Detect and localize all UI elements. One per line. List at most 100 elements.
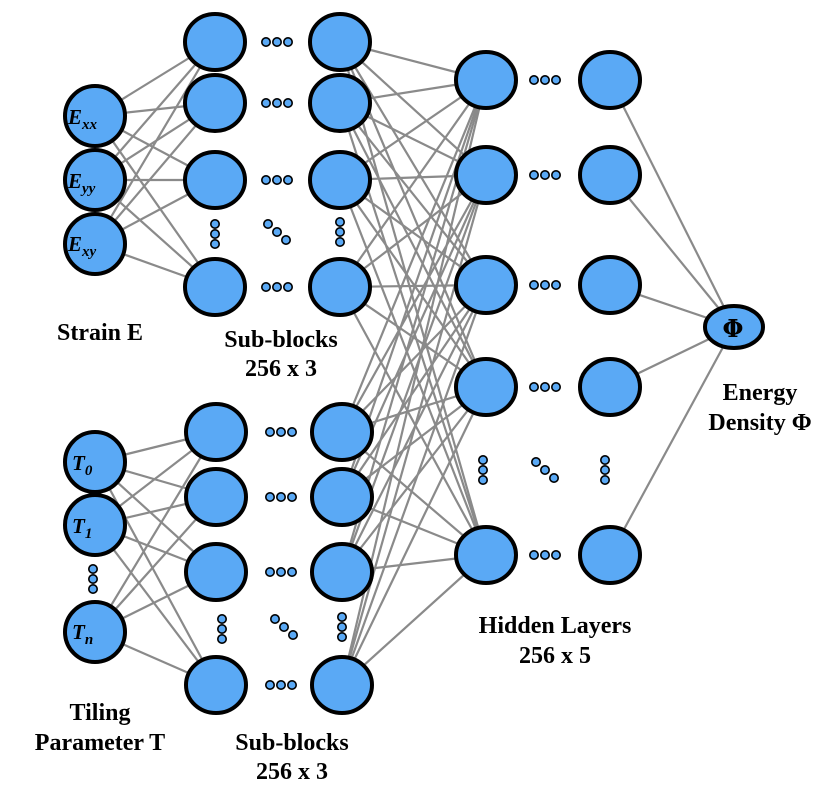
subblock-to-hidden-edge — [339, 286, 487, 556]
subblock-top-row-ellipsis — [260, 281, 271, 292]
hidden-row-ellipsis — [528, 170, 539, 181]
subblock-to-hidden-edge — [341, 284, 487, 433]
subblock-bottom-row-ellipsis — [264, 491, 275, 502]
subblock-bottom-column-ellipsis — [336, 621, 347, 632]
hidden-row-ellipsis — [539, 381, 550, 392]
subblock-bottom-node — [310, 402, 374, 462]
tiling-input-ellipsis — [88, 573, 99, 584]
hidden-column-ellipsis — [599, 454, 610, 465]
tiling-input-node — [63, 600, 127, 664]
subblock-top-row-ellipsis — [282, 98, 293, 109]
hidden-to-output-edge — [609, 174, 735, 328]
subblock-top-column-ellipsis — [334, 217, 345, 228]
strain-node-exx-label: Exx — [67, 105, 98, 133]
subblock-bottom-row-ellipsis — [275, 566, 286, 577]
strain-node-exy-label: Exy — [67, 232, 97, 260]
hidden-to-output-edge — [609, 79, 735, 328]
subblock-top-node — [308, 73, 372, 133]
subblock-bottom-node — [310, 655, 374, 715]
subblock-top-diagonal-ellipsis — [280, 235, 291, 246]
tiling-to-subblock-edge — [94, 431, 217, 633]
hidden-row-ellipsis — [539, 75, 550, 86]
network-nodes — [63, 12, 765, 715]
subblock-top-column-ellipsis — [210, 219, 221, 230]
subblock-bottom-node — [310, 542, 374, 602]
hidden-column-ellipsis — [477, 454, 488, 465]
subblock-top-node — [308, 12, 372, 72]
strain-input-symbols: Exx Eyy Exy — [67, 105, 98, 260]
tiling-label-line2: Parameter T — [35, 730, 165, 756]
hidden-node — [578, 357, 642, 417]
hidden-diagonal-ellipsis — [539, 464, 550, 475]
output-label-line1: Energy — [723, 380, 798, 406]
ellipsis-dots — [88, 36, 610, 690]
subblock-to-hidden-edge — [338, 41, 488, 556]
strain-to-subblock-edge — [94, 41, 216, 245]
tiling-node-t1-label: T1 — [72, 514, 92, 542]
subblocks-top-size: 256 x 3 — [245, 356, 317, 382]
hidden-row-ellipsis — [539, 279, 550, 290]
subblock-top-node — [183, 257, 247, 317]
subblock-bottom-column-ellipsis — [336, 631, 347, 642]
tiling-input-ellipsis — [88, 563, 99, 574]
hidden-row-ellipsis — [550, 549, 561, 560]
subblock-to-hidden-edge — [341, 284, 487, 498]
hidden-row-ellipsis — [528, 279, 539, 290]
subblock-to-hidden-edge — [341, 386, 487, 686]
hidden-node — [454, 50, 518, 110]
subblock-top-node — [183, 73, 247, 133]
subblock-bottom-column-ellipsis — [217, 623, 228, 634]
hidden-layers-size: 256 x 5 — [519, 643, 591, 669]
hidden-row-ellipsis — [539, 549, 550, 560]
hidden-node — [454, 357, 518, 417]
subblock-to-hidden-edge — [339, 102, 487, 286]
subblock-to-hidden-edge — [340, 174, 488, 686]
hidden-row-ellipsis — [528, 381, 539, 392]
subblock-top-row-ellipsis — [271, 98, 282, 109]
subblock-to-hidden-edge — [339, 102, 487, 388]
hidden-column-ellipsis — [599, 464, 610, 475]
strain-node-eyy-label: Eyy — [67, 169, 96, 197]
subblock-top-row-ellipsis — [260, 36, 271, 47]
tiling-input-node — [63, 430, 127, 494]
hidden-row-ellipsis — [528, 75, 539, 86]
hidden-node — [578, 50, 642, 110]
subblock-to-hidden-edge — [341, 554, 487, 686]
subblock-to-hidden-edge — [339, 79, 487, 288]
hidden-node — [578, 255, 642, 315]
subblock-bottom-row-ellipsis — [264, 426, 275, 437]
subblock-top-row-ellipsis — [271, 36, 282, 47]
hidden-row-ellipsis — [550, 381, 561, 392]
subblock-bottom-diagonal-ellipsis — [278, 621, 289, 632]
subblock-top-row-ellipsis — [271, 281, 282, 292]
tiling-input-ellipsis — [88, 583, 99, 594]
subblock-bottom-node — [184, 402, 248, 462]
tiling-to-subblock-edge — [94, 524, 217, 686]
subblock-top-node — [183, 12, 247, 72]
subblock-top-column-ellipsis — [210, 239, 221, 250]
hidden-diagonal-ellipsis — [548, 472, 559, 483]
subblock-bottom-diagonal-ellipsis — [287, 629, 298, 640]
strain-to-subblock-edge — [94, 115, 216, 288]
hidden-row-ellipsis — [550, 279, 561, 290]
hidden-node — [454, 525, 518, 585]
subblock-top-row-ellipsis — [260, 175, 271, 186]
subblock-top-column-ellipsis — [210, 229, 221, 240]
subblock-top-row-ellipsis — [282, 36, 293, 47]
subblock-top-node — [308, 150, 372, 210]
tiling-node-t0-label: T0 — [72, 451, 93, 479]
tiling-input-node — [63, 493, 127, 557]
subblock-top-column-ellipsis — [334, 237, 345, 248]
subblock-bottom-node — [184, 542, 248, 602]
hidden-row-ellipsis — [550, 170, 561, 181]
subblock-top-column-ellipsis — [334, 227, 345, 238]
tiling-label-line1: Tiling — [70, 700, 131, 726]
subblock-bottom-row-ellipsis — [275, 491, 286, 502]
subblock-bottom-column-ellipsis — [217, 613, 228, 624]
subblock-to-hidden-edge — [340, 284, 488, 686]
subblock-to-hidden-edge — [341, 174, 487, 433]
strain-input-node — [63, 148, 127, 212]
hidden-diagonal-ellipsis — [530, 456, 541, 467]
output-node-symbol: Φ — [723, 314, 744, 343]
hidden-column-ellipsis — [477, 464, 488, 475]
